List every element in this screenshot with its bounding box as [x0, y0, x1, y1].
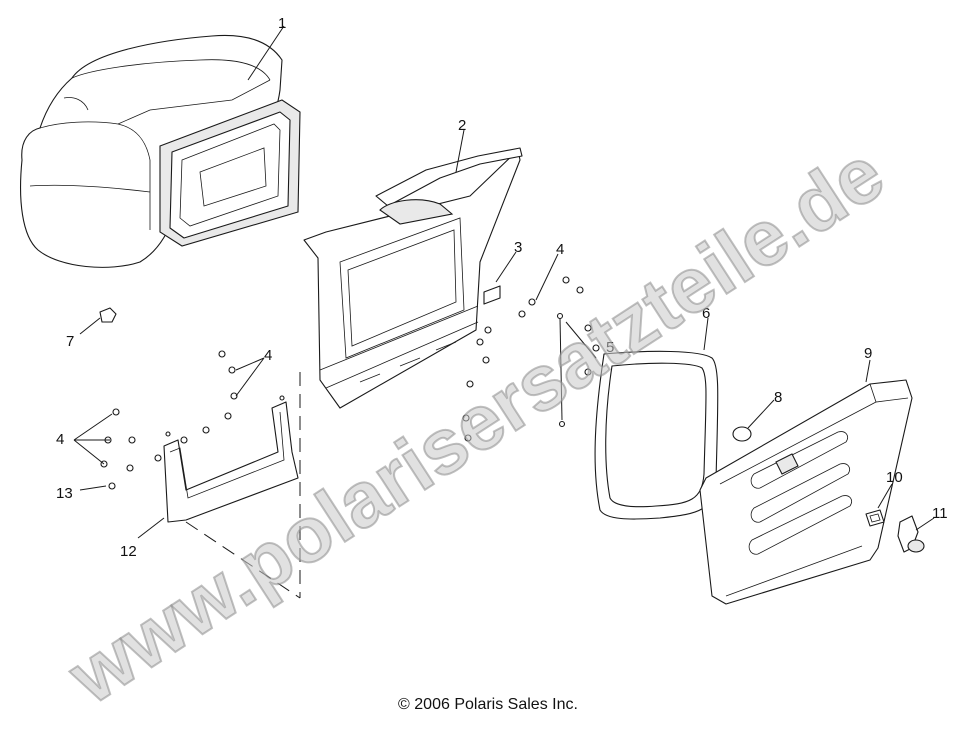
- screw-set-part: [462, 276, 600, 442]
- leader-lines: [73, 25, 935, 539]
- left-screw-set-part: [100, 350, 238, 490]
- small-plate-part: [483, 285, 501, 305]
- callout-3: 3: [514, 239, 522, 256]
- callout-2: 2: [458, 117, 466, 134]
- callout-11: 11: [932, 505, 948, 522]
- frame-part: [303, 147, 523, 409]
- callout-9: 9: [864, 345, 872, 362]
- mounting-plate-part: [163, 395, 299, 523]
- callout-4-left-top: 4: [264, 347, 272, 364]
- phantom-lines: [185, 372, 301, 599]
- washer-part: [732, 426, 752, 442]
- grommet-part: [865, 509, 885, 527]
- callout-1: 1: [278, 15, 286, 32]
- gasket-part: [594, 350, 719, 520]
- callout-6: 6: [702, 305, 710, 322]
- callout-4-right: 4: [556, 241, 564, 258]
- latch-part: [897, 515, 925, 553]
- callout-13: 13: [56, 485, 73, 502]
- callout-10: 10: [886, 469, 903, 486]
- callout-4-left: 4: [56, 431, 64, 448]
- callout-8: 8: [774, 389, 782, 406]
- callout-labels: 1 2 3 4 5 6 7 8 9 10 11 12 13 4 4: [56, 15, 948, 560]
- nut-part: [99, 307, 117, 323]
- copyright-text: © 2006 Polaris Sales Inc.: [398, 696, 578, 713]
- door-panel-part: [699, 379, 913, 605]
- cable-part: [556, 312, 566, 428]
- callout-7: 7: [66, 333, 74, 350]
- callout-12: 12: [120, 543, 137, 560]
- housing-part: [20, 34, 301, 268]
- callout-5: 5: [606, 339, 614, 356]
